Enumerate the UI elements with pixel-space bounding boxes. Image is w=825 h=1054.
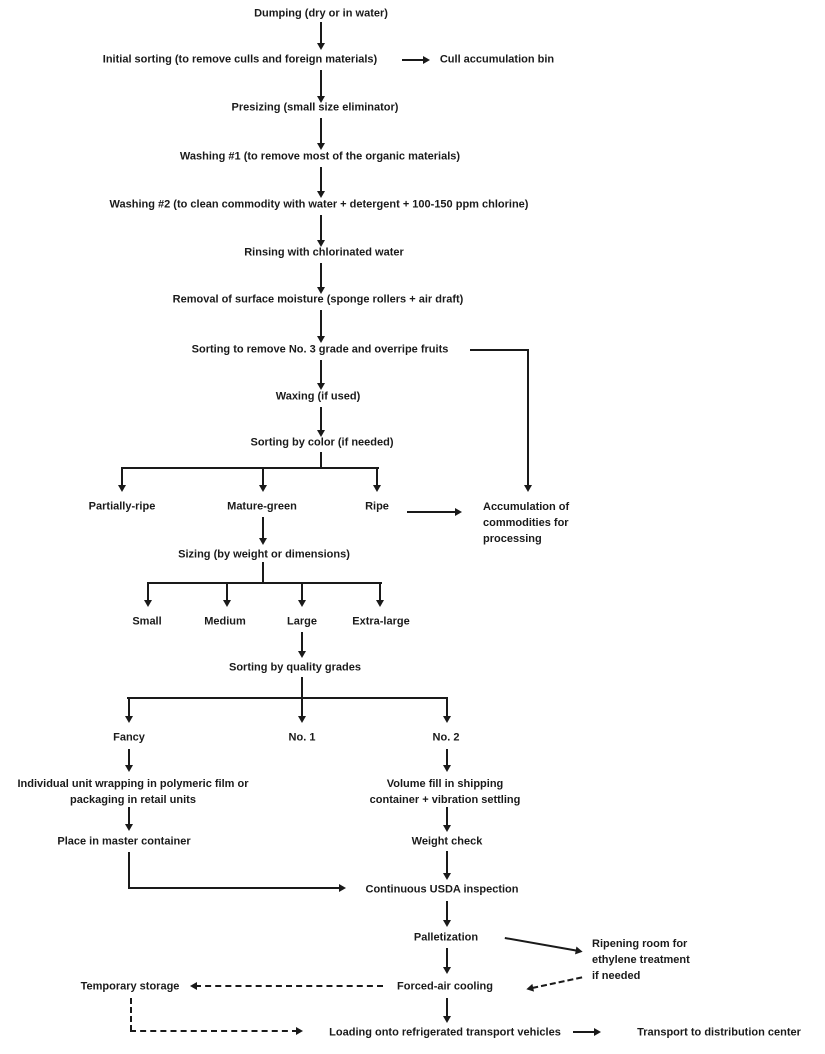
edge-branch-to-no2 [443,697,451,723]
edge-dumping-to-initial-sorting [317,22,325,50]
edge-palletization-to-forced-air [443,948,451,974]
edge-presizing-to-washing1 [317,118,325,150]
edge-large-to-sorting-quality [298,632,306,658]
node-mature-green: Mature-green [227,500,297,513]
edge-sizing-stub [262,562,264,584]
edge-size-branch-line [147,582,382,584]
edge-grade-branch-line [127,697,448,699]
node-partially-ripe: Partially-ripe [88,500,156,513]
node-unit-wrapping: Individual unit wrapping in polymeric fi… [17,778,249,806]
node-large: Large [287,615,317,628]
node-forced-air-cooling: Forced-air cooling [397,980,493,993]
edge-sorting-no3-bypass-horizontal [470,349,529,351]
node-cull-accumulation-bin: Cull accumulation bin [439,53,555,66]
node-volume-fill: Volume fill in shipping container + vibr… [369,778,521,806]
edge-temp-storage-elbow-vertical [130,998,134,1031]
edge-initial-sorting-to-cull-bin [402,56,430,64]
edge-wrap-to-place-master [125,807,133,831]
node-sorting-by-quality: Sorting by quality grades [228,661,362,674]
node-palletization: Palletization [413,931,479,944]
edge-ripe-to-accumulation [407,508,462,516]
node-extra-large: Extra-large [352,615,410,628]
edge-branch-to-small [144,582,152,607]
edge-usda-to-palletization [443,901,451,927]
edge-branch-to-ripe [373,467,381,492]
edge-weight-check-to-usda [443,851,451,880]
node-weight-check: Weight check [411,835,483,848]
edge-branch-to-fancy [125,697,133,723]
edge-washing2-to-rinsing [317,215,325,247]
arrowhead-icon [525,983,535,994]
edge-sorting-quality-stub [301,677,303,699]
edge-moisture-removal-to-sorting-no3 [317,310,325,343]
node-temporary-storage: Temporary storage [80,980,180,993]
edge-branch-to-partially-ripe [118,467,126,492]
edge-sorting-no3-to-waxing [317,360,325,390]
node-ripening-room: Ripening room for ethylene treatment if … [592,938,690,982]
node-usda-inspection: Continuous USDA inspection [365,883,519,896]
edge-no2-to-volume-fill [443,749,451,772]
node-no2: No. 2 [432,731,460,744]
edge-branch-to-mature-green [259,467,267,492]
node-ripe: Ripe [365,500,389,513]
node-transport: Transport to distribution center [637,1026,801,1039]
node-sizing: Sizing (by weight or dimensions) [178,548,350,561]
node-fancy: Fancy [113,731,145,744]
edge-branch-to-large [298,582,306,607]
node-loading: Loading onto refrigerated transport vehi… [329,1026,561,1039]
node-washing-1: Washing #1 (to remove most of the organi… [179,150,461,163]
node-presizing: Presizing (small size eliminator) [231,101,399,114]
node-place-master-container: Place in master container [57,835,191,848]
edge-branch-to-extra-large [376,582,384,607]
edge-temp-storage-to-loading [130,1027,303,1035]
node-no1: No. 1 [288,731,316,744]
arrowhead-icon [575,946,584,956]
node-sorting-by-color: Sorting by color (if needed) [250,436,394,449]
node-rinsing: Rinsing with chlorinated water [244,246,404,259]
node-moisture-removal: Removal of surface moisture (sponge roll… [172,293,464,306]
edge-sorting-no3-bypass-vertical [524,349,532,492]
edge-fancy-to-wrap [125,749,133,772]
edge-volume-fill-to-weight-check [443,807,451,832]
edge-forced-air-to-loading [443,998,451,1023]
node-washing-2: Washing #2 (to clean commodity with wate… [109,198,529,211]
edge-washing1-to-washing2 [317,167,325,198]
edge-loading-to-transport [573,1028,601,1036]
edge-waxing-to-sorting-color [317,407,325,437]
edge-sorting-color-stub [320,452,322,469]
edge-ripeness-branch-line [121,467,379,469]
node-sorting-no3: Sorting to remove No. 3 grade and overri… [191,343,449,356]
edge-branch-to-medium [223,582,231,607]
edge-mature-green-to-sizing [259,517,267,545]
edge-place-master-elbow-vertical [128,852,130,889]
node-initial-sorting: Initial sorting (to remove culls and for… [102,53,378,66]
node-accumulation-for-processing: Accumulation of commodities for processi… [483,501,570,545]
edge-forced-air-to-temp-storage [190,982,383,990]
edge-rinsing-to-moisture-removal [317,263,325,294]
node-medium: Medium [204,615,246,628]
edge-ripening-room-to-forced-air [525,976,583,994]
node-small: Small [132,615,162,628]
edge-branch-to-no1 [298,697,306,723]
edge-initial-sorting-to-presizing [317,70,325,103]
node-dumping: Dumping (dry or in water) [254,7,388,20]
node-waxing: Waxing (if used) [275,390,361,403]
edge-palletization-to-ripening-room [504,937,584,956]
edge-place-master-to-usda [128,884,346,892]
